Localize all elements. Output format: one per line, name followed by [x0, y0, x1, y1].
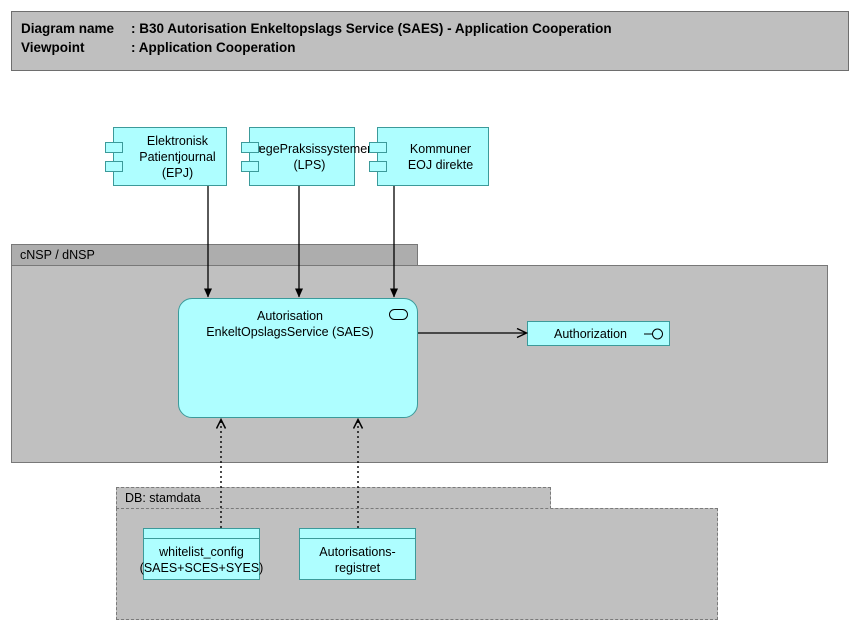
viewpoint-line: Viewpoint: Application Cooperation: [21, 38, 848, 57]
application-component-icon: [369, 161, 387, 172]
data-object-label-autorisationsregistret: Autorisations-registret: [319, 544, 396, 575]
data-object-whitelist-config[interactable]: whitelist_config (SAES+SCES+SYES): [139, 528, 264, 580]
viewpoint-label: Viewpoint: [21, 40, 85, 55]
diagram-name-separator: :: [131, 21, 140, 36]
application-interface-authorization[interactable]: Authorization: [527, 321, 670, 346]
group-label-stamdata: DB: stamdata: [125, 491, 201, 505]
data-object-icon: [144, 529, 259, 539]
application-component-kommuner-eoj[interactable]: Kommuner EOJ direkte: [369, 127, 489, 186]
data-object-label-whitelist-config: whitelist_config (SAES+SCES+SYES): [139, 544, 264, 575]
application-component-icon: [369, 142, 387, 153]
diagram-name-line: Diagram name: B30 Autorisation Enkeltops…: [21, 19, 848, 38]
diagram-name-value: B30 Autorisation Enkeltopslags Service (…: [139, 21, 612, 36]
group-label-cnsp: cNSP / dNSP: [20, 248, 95, 262]
service-label-saes: Autorisation EnkeltOpslagsService (SAES): [206, 309, 374, 339]
application-component-icon: [241, 161, 259, 172]
viewpoint-value: Application Cooperation: [138, 40, 296, 55]
viewpoint-separator: :: [131, 40, 139, 55]
group-header-stamdata: DB: stamdata: [116, 487, 551, 509]
application-service-icon: [389, 309, 408, 320]
component-label-epj: Elektronisk Patientjournal (EPJ): [139, 133, 216, 180]
application-service-saes[interactable]: Autorisation EnkeltOpslagsService (SAES): [178, 298, 418, 418]
application-component-icon: [105, 142, 123, 153]
interface-label-authorization: Authorization: [554, 326, 627, 341]
component-label-kommuner-eoj: Kommuner EOJ direkte: [407, 141, 474, 172]
component-label-lps: LægePraksissystemer (LPS): [247, 141, 372, 172]
group-body-cnsp: [11, 265, 828, 463]
application-component-epj[interactable]: Elektronisk Patientjournal (EPJ): [105, 127, 227, 186]
application-component-icon: [105, 161, 123, 172]
data-object-autorisationsregistret[interactable]: Autorisations-registret: [299, 528, 416, 580]
diagram-title-box: Diagram name: B30 Autorisation Enkeltops…: [11, 11, 849, 71]
data-object-icon: [300, 529, 415, 539]
application-component-icon: [241, 142, 259, 153]
application-interface-icon: [644, 328, 663, 339]
diagram-name-label: Diagram name: [21, 21, 115, 36]
application-component-lps[interactable]: LægePraksissystemer (LPS): [241, 127, 371, 186]
group-header-cnsp: cNSP / dNSP: [11, 244, 418, 266]
